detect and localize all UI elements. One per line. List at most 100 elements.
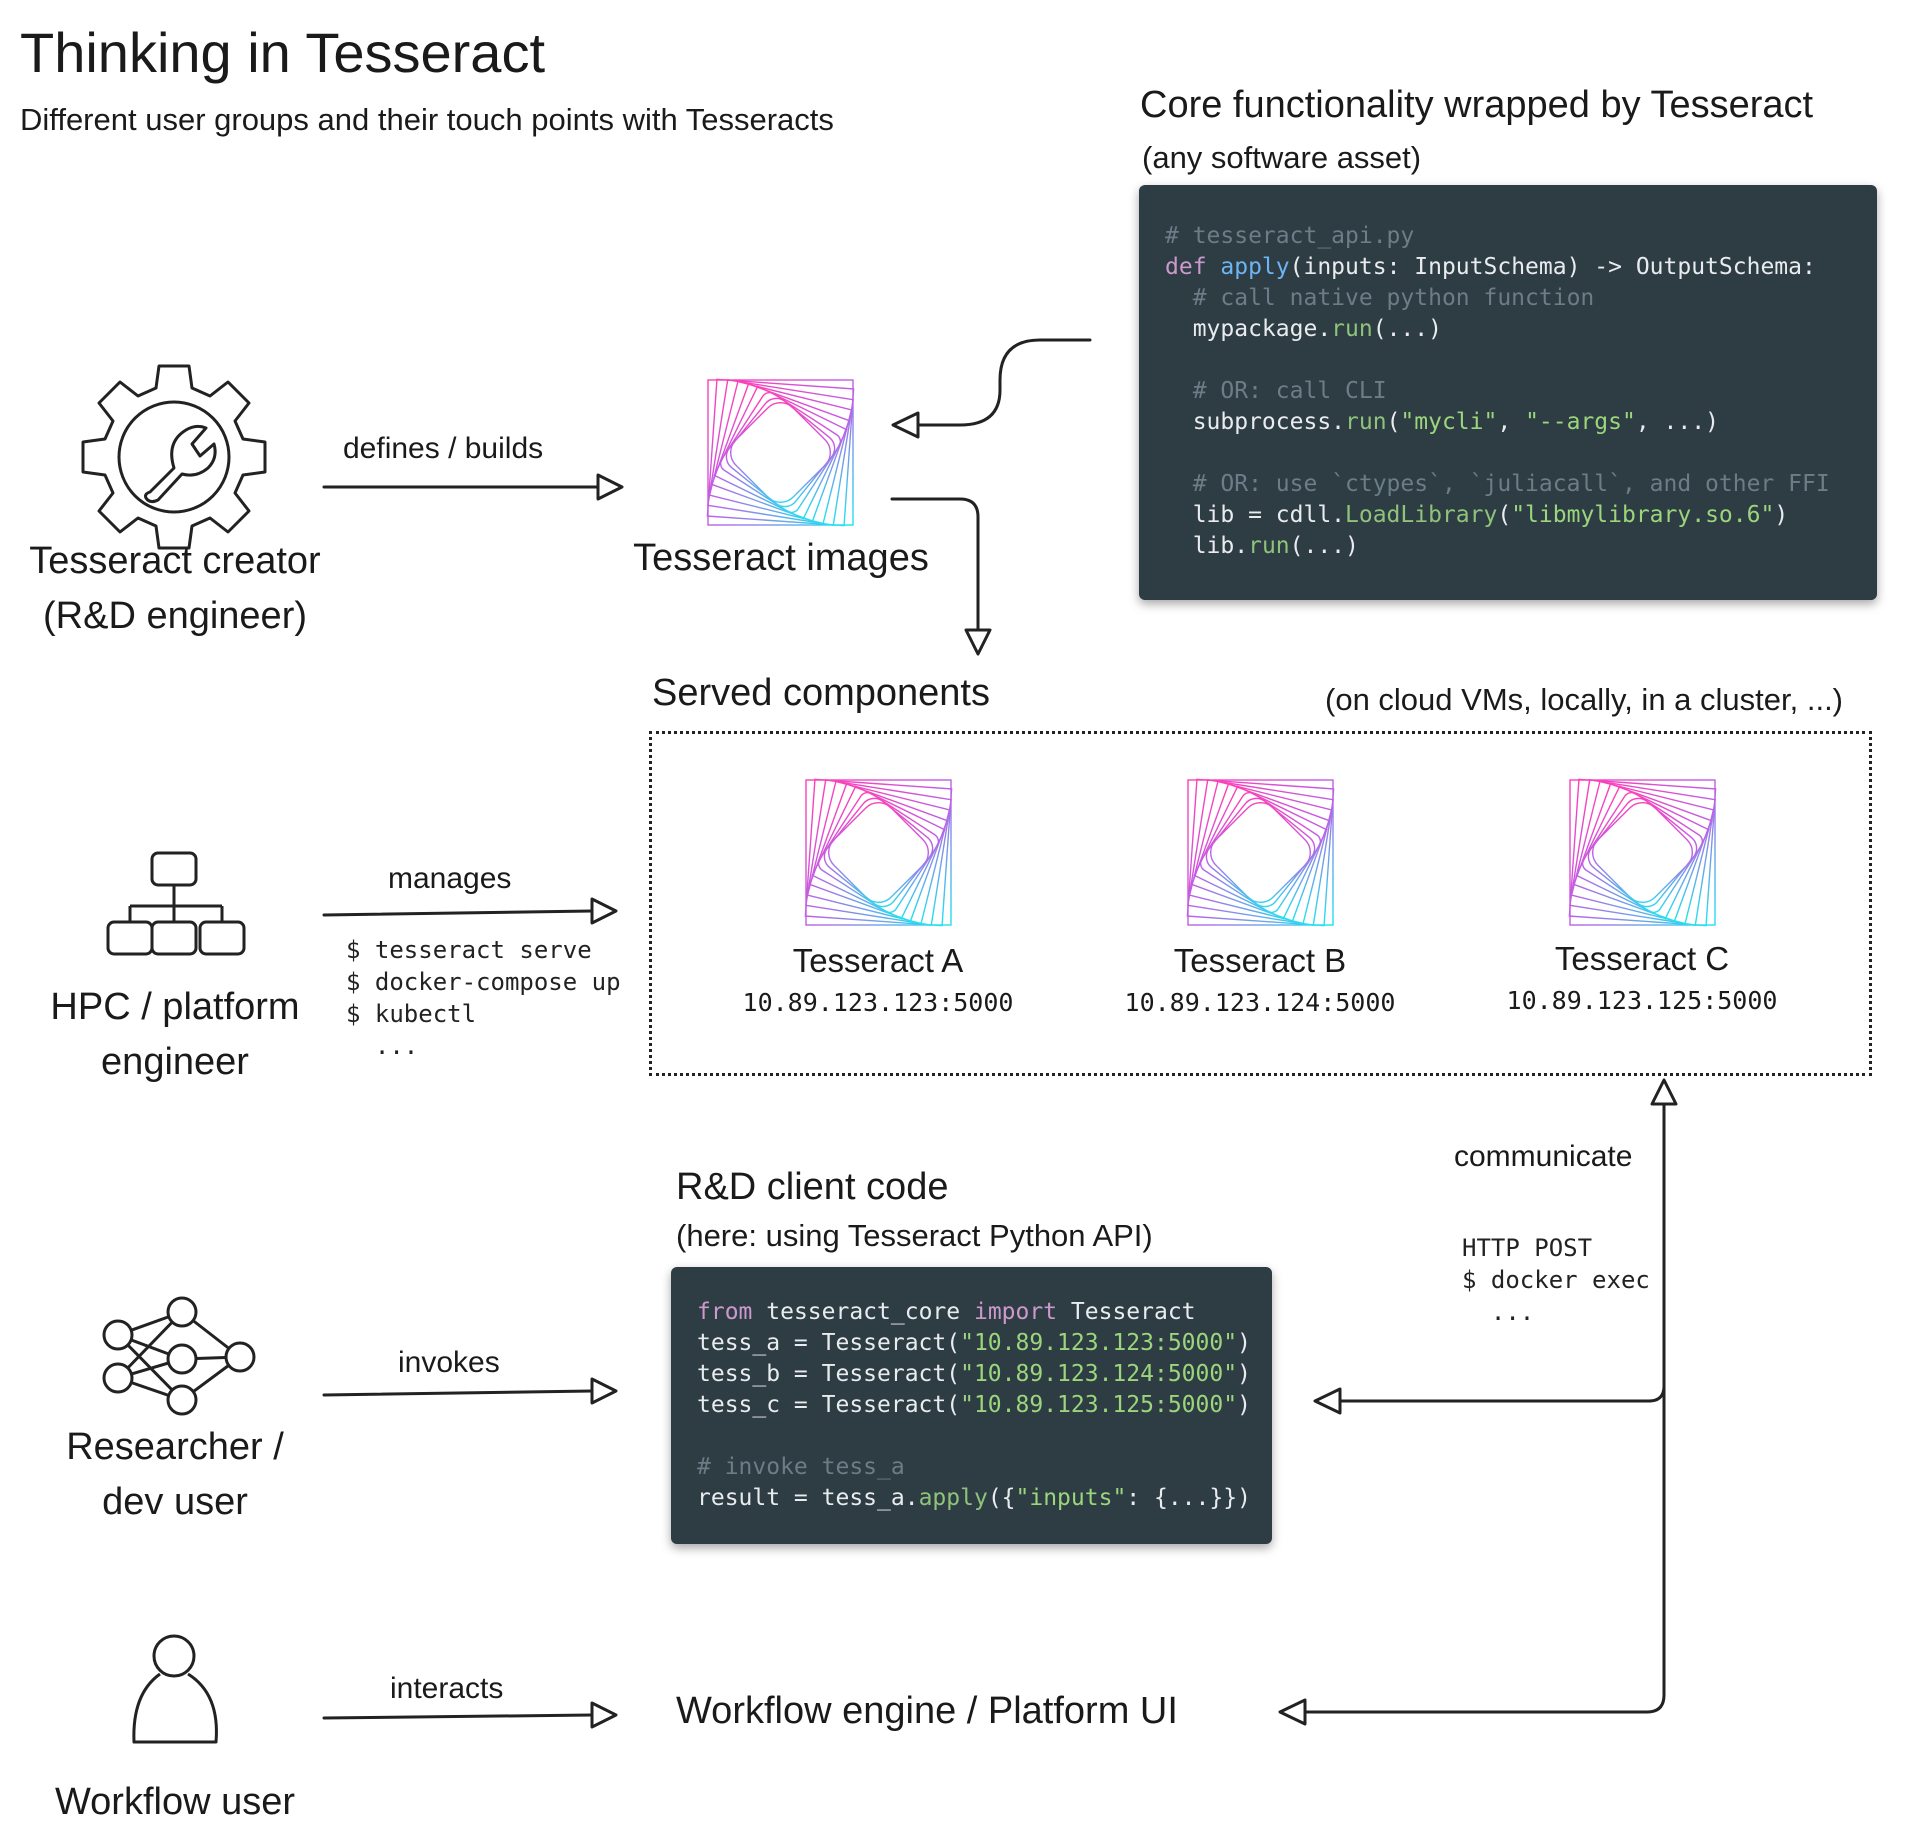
code-token: "--args": [1525, 409, 1636, 435]
code-token: def: [1165, 254, 1221, 280]
client-code-line: [697, 1421, 1272, 1452]
role-researcher: Researcher / dev user: [66, 1426, 284, 1523]
code-token: (: [1497, 502, 1512, 528]
code-token: tess_b = Tesseract(: [697, 1361, 961, 1387]
core-code-line: # OR: use `ctypes`, `juliacall`, and oth…: [1165, 469, 1877, 500]
arrow-images-to-served: [890, 497, 980, 632]
code-token: # call native python function: [1165, 285, 1595, 311]
code-token: ): [1237, 1330, 1251, 1356]
arrow-interacts: [322, 1713, 594, 1720]
code-token: (: [1386, 409, 1401, 435]
code-token: ({: [987, 1485, 1016, 1511]
core-code-line: mypackage.run(...): [1165, 314, 1877, 345]
core-subtitle: (any software asset): [1142, 140, 1422, 175]
role-tesseract-creator: Tesseract creator (R&D engineer): [29, 540, 321, 637]
role-workflow-user: Workflow user: [54, 1781, 296, 1823]
code-token: "10.89.123.125:5000": [960, 1392, 1238, 1418]
code-token: mypackage.: [1165, 316, 1332, 342]
page-subtitle: Different user groups and their touch po…: [20, 102, 834, 137]
arrowhead-to-client: [1313, 1387, 1342, 1415]
arrowhead-images-to-served: [964, 628, 992, 656]
edge-label-manages: manages: [388, 862, 512, 895]
served-title: Served components: [652, 672, 990, 714]
arrow-communicate-client: [1338, 1384, 1666, 1403]
code-token: "libmylibrary.so.6": [1511, 502, 1775, 528]
client-code-line: from tesseract_core import Tesseract: [697, 1297, 1272, 1328]
edge-label-interacts: interacts: [390, 1672, 504, 1705]
core-code-line: lib = cdll.LoadLibrary("libmylibrary.so.…: [1165, 500, 1877, 531]
edge-label-communicate: communicate: [1454, 1140, 1633, 1173]
client-code-line: result = tess_a.apply({"inputs": {...}}): [697, 1483, 1272, 1514]
client-code-line: tess_b = Tesseract("10.89.123.124:5000"): [697, 1359, 1272, 1390]
client-code-line: tess_a = Tesseract("10.89.123.123:5000"): [697, 1328, 1272, 1359]
manages-commands: $ tesseract serve $ docker-compose up $ …: [346, 936, 621, 1060]
code-token: (...): [1289, 533, 1359, 559]
code-token: (...): [1372, 316, 1442, 342]
code-token: ): [1237, 1361, 1251, 1387]
edge-label-invokes: invokes: [398, 1346, 500, 1379]
code-token: run: [1331, 316, 1373, 342]
code-token: Tesseract: [1070, 1299, 1196, 1325]
code-token: run: [1345, 409, 1387, 435]
tesseract-b-label: Tesseract B: [1173, 942, 1347, 979]
code-token: subprocess.: [1165, 409, 1346, 435]
code-token: LoadLibrary: [1345, 502, 1498, 528]
arrowhead-defines: [596, 473, 624, 501]
neural-network-icon: [102, 1296, 256, 1416]
core-code-line: def apply(inputs: InputSchema) -> Output…: [1165, 252, 1877, 283]
code-token: lib.: [1165, 533, 1249, 559]
code-token: tess_c = Tesseract(: [697, 1392, 961, 1418]
code-token: lib = cdll.: [1165, 502, 1346, 528]
code-token: result = tess_a.: [697, 1485, 919, 1511]
client-subtitle: (here: using Tesseract Python API): [676, 1218, 1153, 1253]
code-token: import: [973, 1299, 1071, 1325]
core-code-line: lib.run(...): [1165, 531, 1877, 562]
arrow-communicate: [1303, 1098, 1666, 1714]
tesseract-a-address: 10.89.123.123:5000: [742, 988, 1014, 1017]
arrowhead-core-to-images: [891, 411, 920, 439]
code-token: "mycli": [1400, 409, 1498, 435]
arrowhead-invokes: [590, 1377, 618, 1405]
role-hpc-engineer: HPC / platform engineer: [50, 986, 300, 1083]
arrowhead-manages: [590, 897, 618, 925]
code-token: # invoke tess_a: [697, 1454, 905, 1480]
core-code-line: subprocess.run("mycli", "--args", ...): [1165, 407, 1877, 438]
code-token: ): [1237, 1392, 1251, 1418]
core-code-line: [1165, 345, 1877, 376]
code-token: "10.89.123.124:5000": [960, 1361, 1238, 1387]
core-code-line: # tesseract_api.py: [1165, 221, 1877, 252]
core-code-line: [1165, 438, 1877, 469]
tesseract-c-address: 10.89.123.125:5000: [1506, 986, 1778, 1015]
code-token: tess_a = Tesseract(: [697, 1330, 961, 1356]
core-title: Core functionality wrapped by Tesseract: [1140, 84, 1814, 126]
communicate-commands: HTTP POST $ docker exec ...: [1462, 1234, 1650, 1326]
code-token: # OR: use `ctypes`, `juliacall`, and oth…: [1165, 471, 1830, 497]
page-title: Thinking in Tesseract: [20, 21, 545, 84]
arrow-invokes: [322, 1389, 594, 1397]
code-token: (inputs: InputSchema) -> OutputSchema:: [1289, 254, 1816, 280]
code-token: "10.89.123.123:5000": [960, 1330, 1238, 1356]
core-code-line: # OR: call CLI: [1165, 376, 1877, 407]
core-code-line: # call native python function: [1165, 283, 1877, 314]
person-icon: [132, 1634, 218, 1744]
edge-label-defines: defines / builds: [343, 432, 544, 465]
arrow-core-to-images: [916, 338, 1092, 427]
client-title: R&D client code: [676, 1166, 949, 1208]
code-token: , ...): [1635, 409, 1719, 435]
code-token: # OR: call CLI: [1165, 378, 1387, 404]
tesseract-logo-images: [706, 378, 855, 527]
arrowhead-to-engine: [1278, 1698, 1307, 1726]
tesseract-a-label: Tesseract A: [792, 942, 964, 979]
code-token: # tesseract_api.py: [1165, 223, 1415, 249]
code-token: : {...}}): [1126, 1485, 1251, 1511]
code-token: ): [1774, 502, 1789, 528]
gear-wrench-icon: [81, 364, 267, 550]
org-chart-icon: [106, 851, 246, 956]
tesseract-images-label: Tesseract images: [633, 537, 929, 579]
served-note: (on cloud VMs, locally, in a cluster, ..…: [1325, 682, 1844, 717]
code-token: apply: [1220, 254, 1290, 280]
arrow-manages: [322, 909, 594, 917]
